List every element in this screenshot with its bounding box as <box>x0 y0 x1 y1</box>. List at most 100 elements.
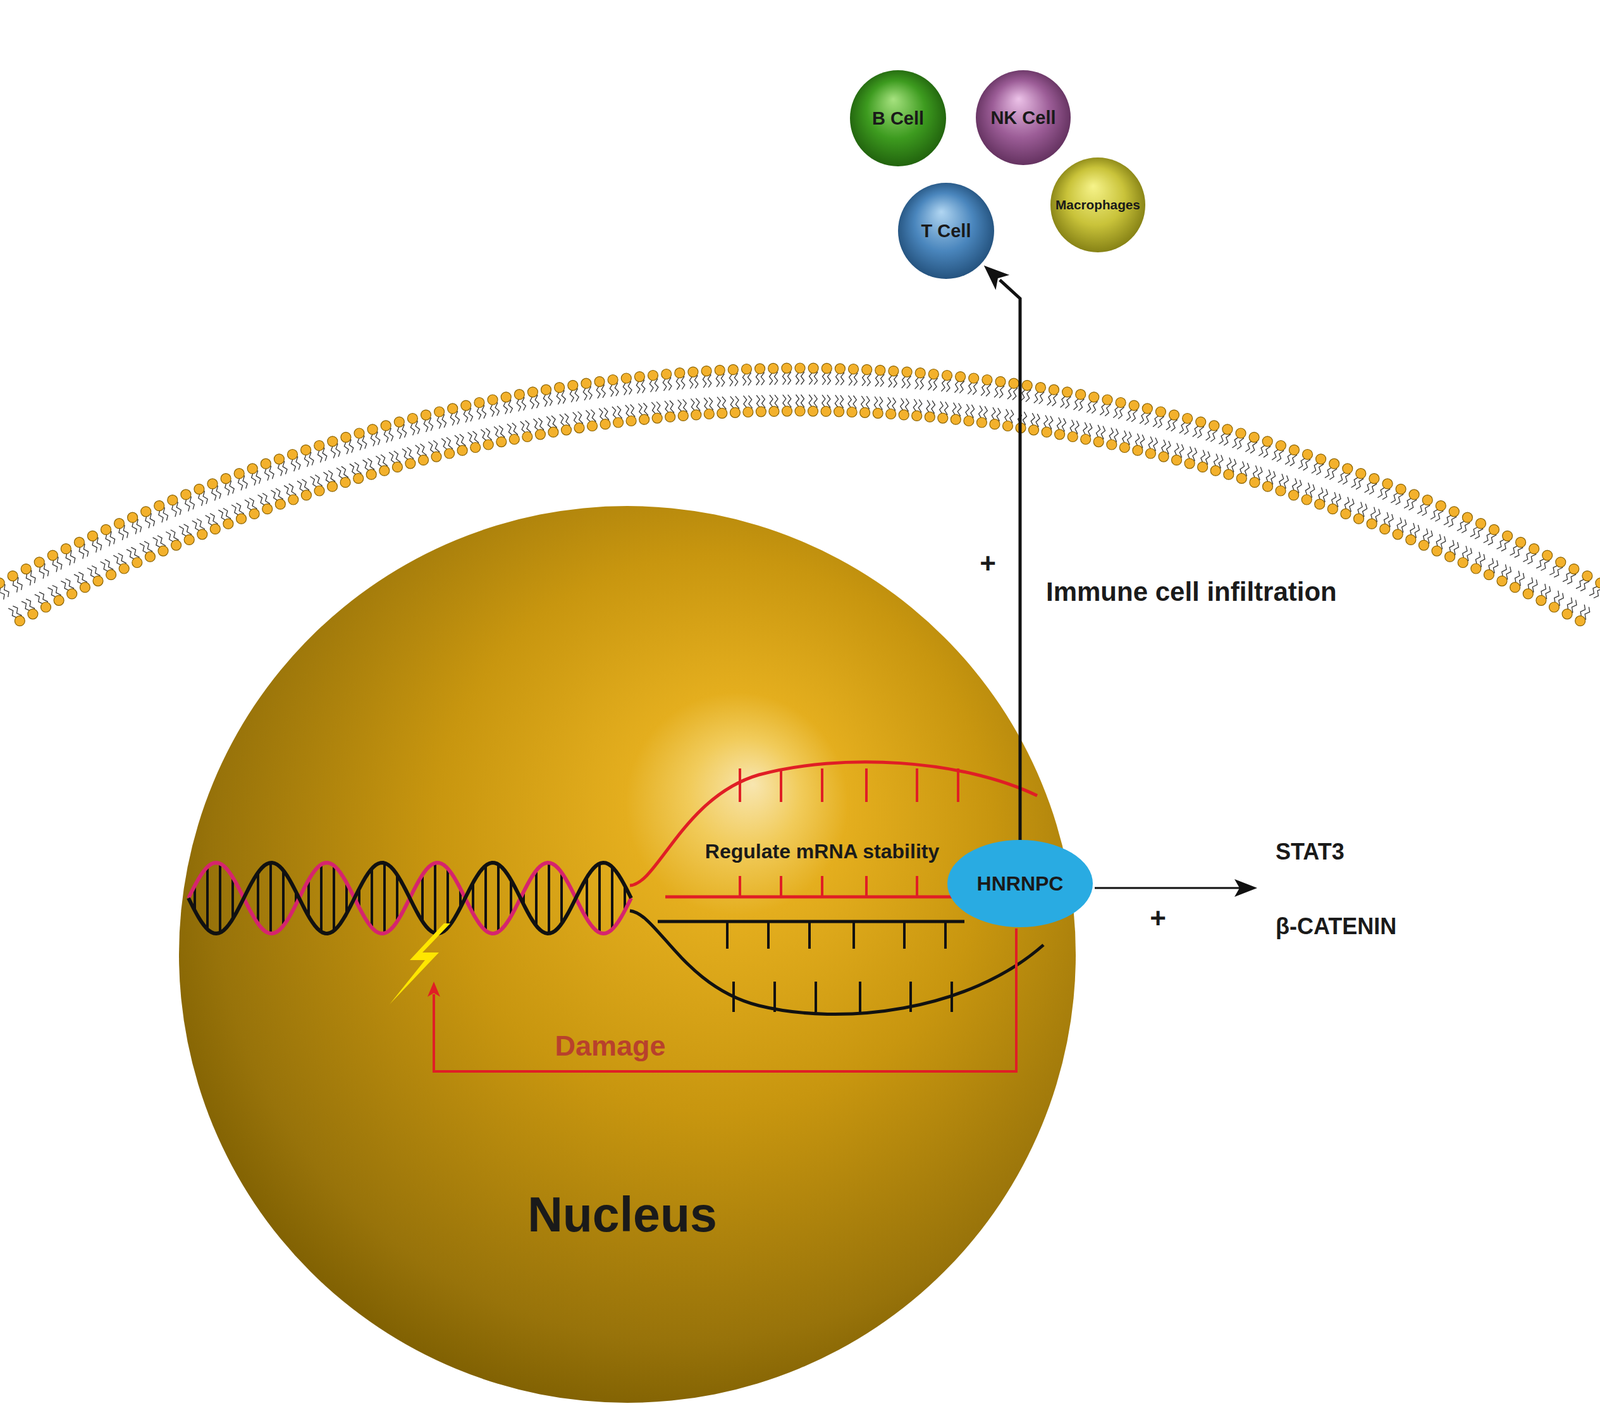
lipid-head <box>567 380 579 391</box>
lipid-head <box>652 412 663 424</box>
immune-cell: T Cell <box>897 182 995 280</box>
lipid-head <box>1249 431 1260 443</box>
lipid-head <box>249 508 260 519</box>
lipid-head <box>1008 378 1019 389</box>
lipid-head <box>1536 595 1547 606</box>
lipid-head <box>1405 534 1416 545</box>
lipid-head <box>275 498 286 510</box>
base-tick <box>820 768 824 802</box>
base-pair <box>218 863 222 933</box>
base-tick <box>858 981 862 1012</box>
lipid-head <box>314 485 325 496</box>
lipid-head <box>743 407 754 418</box>
lipid-head <box>247 463 258 474</box>
lipid-head <box>691 409 702 420</box>
lipid-head <box>587 421 598 432</box>
nucleus: Nucleus HNRNPC <box>178 505 1077 1404</box>
lipid-head <box>1595 578 1600 589</box>
lipid-head <box>114 518 125 529</box>
lipid-head <box>1171 454 1182 465</box>
lipid-head <box>1062 387 1073 398</box>
lipid-head <box>1435 500 1446 511</box>
lipid-head <box>1049 384 1060 395</box>
base-pair <box>610 867 614 930</box>
lipid-head <box>1342 463 1353 474</box>
lipid-head <box>1470 563 1482 574</box>
cell-circle <box>898 182 995 279</box>
lipid-head <box>808 363 819 374</box>
lipid-head <box>834 406 845 417</box>
node-label: Macrophages <box>1055 197 1141 213</box>
lipid-head <box>1080 434 1091 445</box>
lipid-head <box>1382 478 1393 489</box>
base-tick <box>732 981 735 1012</box>
lipid-head <box>1054 429 1065 440</box>
lipid-head <box>1542 550 1553 561</box>
lipid-head <box>1158 451 1169 462</box>
lipid-head <box>418 454 429 465</box>
arrow-head <box>984 265 1010 291</box>
lipid-head <box>509 434 520 445</box>
lipid-head <box>808 406 819 417</box>
lipid-head <box>872 407 883 419</box>
base-tick <box>865 875 868 897</box>
lipid-head <box>154 500 165 511</box>
lipid-head <box>1222 424 1233 435</box>
lipid-head <box>527 387 538 398</box>
annotation-label: Regulate mRNA stability <box>705 840 940 863</box>
lipid-head <box>1236 473 1247 484</box>
lipid-head <box>483 439 494 450</box>
lipid-head <box>207 478 218 489</box>
base-pair <box>256 872 260 924</box>
lipid-head <box>73 536 85 548</box>
lipid-head <box>118 563 130 574</box>
lipid-head <box>963 416 974 427</box>
lipid-head <box>197 529 208 540</box>
lipid-head <box>14 615 25 627</box>
lipid-head <box>729 407 740 418</box>
lipid-head <box>861 364 873 375</box>
base-tick <box>950 981 954 1012</box>
lipid-head <box>1502 530 1513 541</box>
signal-arrow <box>1094 887 1241 890</box>
lipid-head <box>461 400 472 411</box>
lipid-head <box>594 376 605 387</box>
lipid-head <box>27 609 38 620</box>
lipid-head <box>1262 481 1274 492</box>
lipid-head <box>1262 436 1273 447</box>
lipid-head <box>1431 545 1442 556</box>
node-label: NK Cell <box>990 107 1056 129</box>
dna-illustration <box>188 762 1044 1072</box>
lipid-head <box>1119 442 1130 453</box>
lipid-head <box>20 564 31 575</box>
lipid-head <box>1582 571 1593 582</box>
base-pair <box>269 862 272 934</box>
lipid-head <box>1223 469 1234 480</box>
node-label: HNRNPC <box>977 872 1064 896</box>
lipid-head <box>1235 428 1246 439</box>
lipid-head <box>937 412 948 424</box>
lipid-head <box>717 407 728 419</box>
lipid-head <box>1132 445 1143 456</box>
lipid-head <box>1093 436 1104 448</box>
base-tick <box>773 981 776 1012</box>
lipid-head <box>846 407 857 418</box>
annotation-label: STAT3 <box>1275 839 1345 865</box>
base-tick <box>767 921 770 949</box>
lipid-head <box>34 557 45 568</box>
lipid-head <box>1195 416 1207 427</box>
nucleus-sphere <box>178 505 1076 1403</box>
base-pair <box>370 868 374 928</box>
base-pair <box>231 877 234 919</box>
lipid-head <box>327 481 338 492</box>
lipid-head <box>626 416 637 427</box>
lipid-head <box>1003 421 1014 432</box>
node-label: Nucleus <box>527 1186 718 1243</box>
lipid-head <box>1301 494 1312 505</box>
lipid-head <box>1316 454 1327 465</box>
lipid-head <box>1028 424 1040 436</box>
lipid-head <box>287 449 298 460</box>
lipid-head <box>514 389 525 400</box>
lipid-head <box>444 448 455 459</box>
